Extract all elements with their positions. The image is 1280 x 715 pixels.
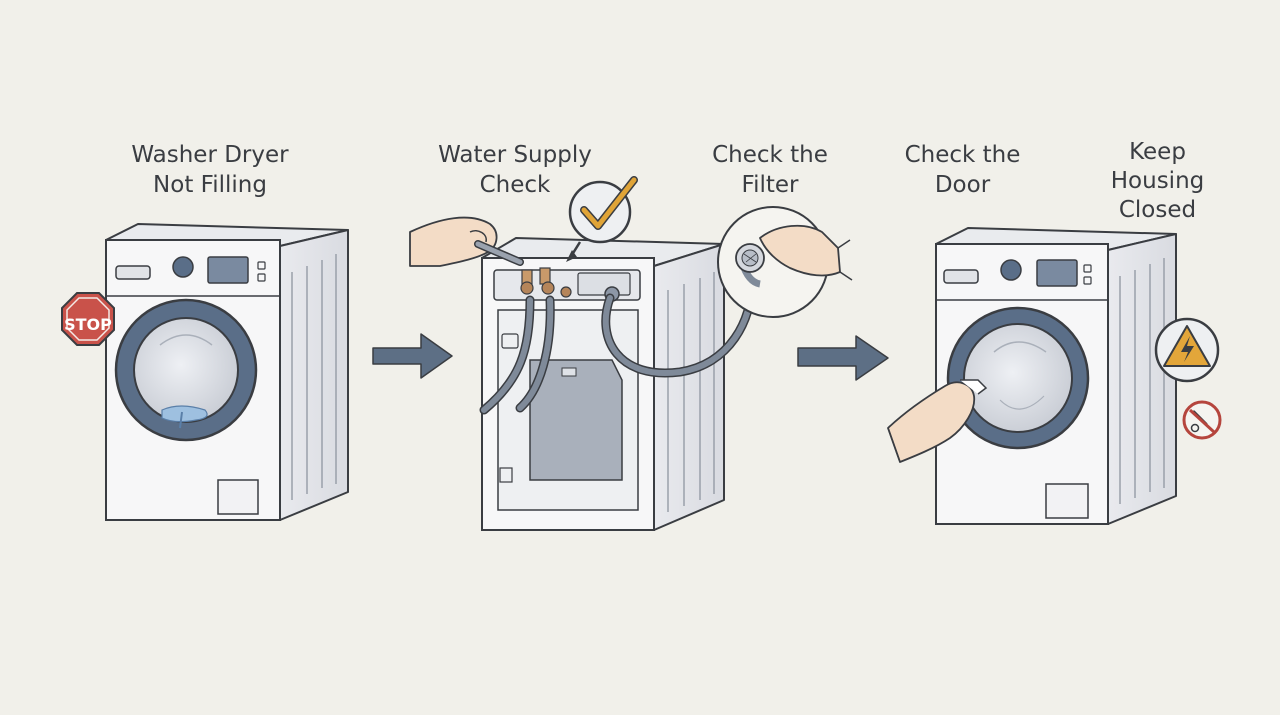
washer-rear-view: [409, 176, 757, 531]
step1-title-line2: Not Filling: [153, 172, 267, 198]
step3-title: Check the Filter: [680, 140, 860, 200]
checkmark-icon: [566, 176, 638, 262]
step3-title-line2: Filter: [741, 172, 799, 198]
stop-sign-text: STOP: [64, 315, 112, 334]
step4-title: Check the Door: [875, 140, 1050, 200]
step1-title-line1: Washer Dryer: [131, 142, 289, 168]
washer-door-check: [887, 227, 1177, 525]
step4-title-line1: Check the: [904, 142, 1021, 168]
washer-not-filling: STOP: [61, 223, 349, 521]
step2-title: Water Supply Check: [410, 140, 620, 200]
step5-title-line1: Keep: [1129, 139, 1186, 165]
step5-title-line3: Closed: [1118, 197, 1197, 223]
magnifier-icon: [717, 206, 853, 318]
step3-title-line1: Check the: [712, 142, 828, 168]
right-arrow-icon: [372, 333, 453, 379]
no-tools-prohibition-icon: [1182, 400, 1222, 440]
hand-wrench: [409, 216, 524, 267]
step5-title: Keep Housing Closed: [1085, 138, 1230, 225]
step5-title-line2: Housing: [1110, 168, 1205, 194]
right-arrow-icon: [797, 335, 889, 381]
step4-title-line2: Door: [934, 172, 991, 198]
stop-sign-icon: STOP: [61, 292, 115, 346]
electric-hazard-warning-icon: [1154, 317, 1220, 383]
step2-title-line1: Water Supply: [438, 142, 592, 168]
step1-title: Washer Dryer Not Filling: [105, 140, 315, 200]
step2-title-line2: Check: [479, 172, 551, 198]
